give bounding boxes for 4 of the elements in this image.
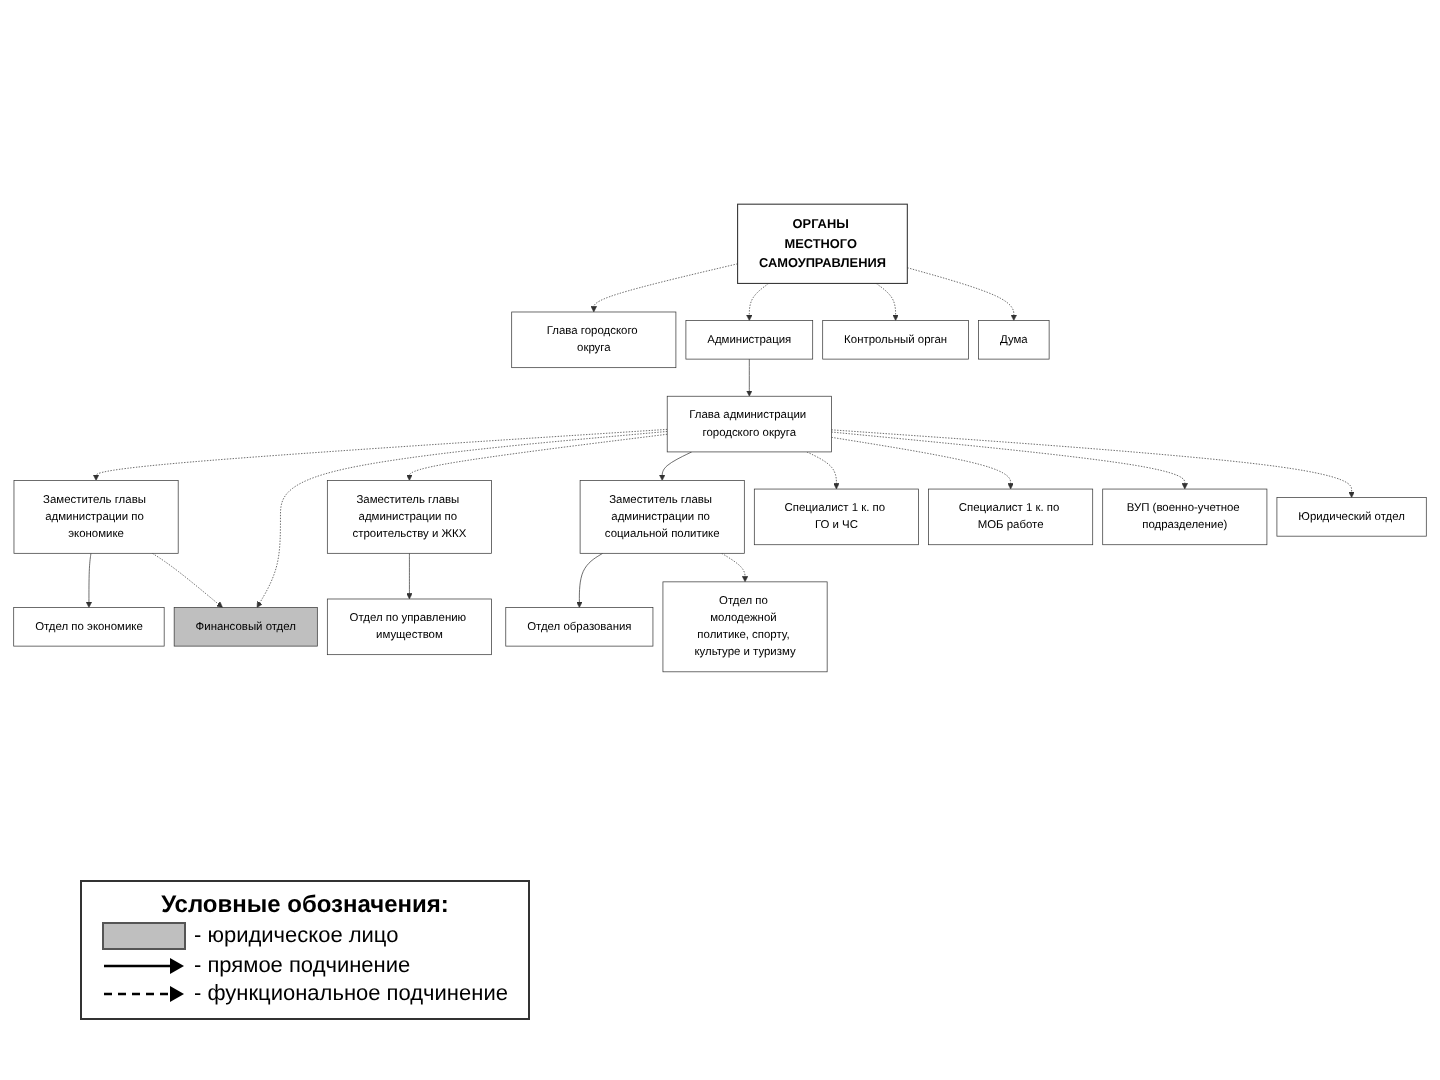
legend-text: - прямое подчинение [194, 954, 411, 978]
legend-title: Условные обозначения: [159, 890, 451, 918]
legend-text: - юридическое лицо [194, 924, 399, 948]
legend-text: - функциональное подчинение [194, 982, 508, 1006]
